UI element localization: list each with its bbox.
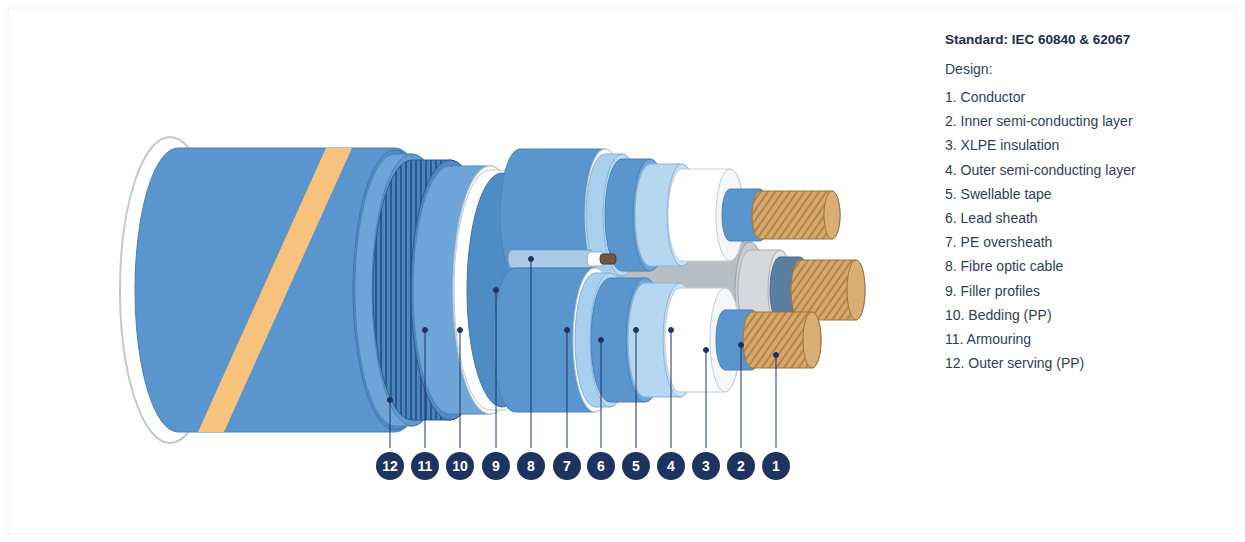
part-name: 7. PE oversheath (945, 233, 1052, 251)
callout-number: 5 (622, 452, 650, 480)
callout-number: 11 (411, 452, 439, 480)
part-name: 9. Filler profiles (945, 282, 1040, 300)
part-name: 3. XLPE insulation (945, 136, 1059, 154)
design-heading: Design: (945, 60, 992, 78)
part-name: 12. Outer serving (PP) (945, 354, 1084, 372)
callout-number: 7 (553, 452, 581, 480)
callout-number: 12 (376, 452, 404, 480)
bottom-core (493, 268, 821, 412)
part-name: 4. Outer semi-conducting layer (945, 161, 1136, 179)
callout-number: 4 (657, 452, 685, 480)
leader-lines (388, 257, 779, 449)
part-name: 6. Lead sheath (945, 209, 1038, 227)
frame (8, 8, 1237, 534)
standard-title: Standard: IEC 60840 & 62067 (945, 31, 1130, 49)
callout-number: 9 (482, 452, 510, 480)
callout-number: 10 (446, 452, 474, 480)
part-name: 10. Bedding (PP) (945, 306, 1052, 324)
callout-number: 8 (517, 452, 545, 480)
callout-number: 3 (692, 452, 720, 480)
callout-number: 1 (762, 452, 790, 480)
callout-number: 2 (727, 452, 755, 480)
part-name: 2. Inner semi-conducting layer (945, 112, 1133, 130)
part-name: 5. Swellable tape (945, 185, 1052, 203)
top-core (500, 149, 840, 281)
callout-number: 6 (587, 452, 615, 480)
part-name: 11. Armouring (945, 330, 1031, 348)
part-name: 1. Conductor (945, 88, 1025, 106)
part-name: 8. Fibre optic cable (945, 257, 1063, 275)
fibre-optic-cable (508, 250, 616, 268)
